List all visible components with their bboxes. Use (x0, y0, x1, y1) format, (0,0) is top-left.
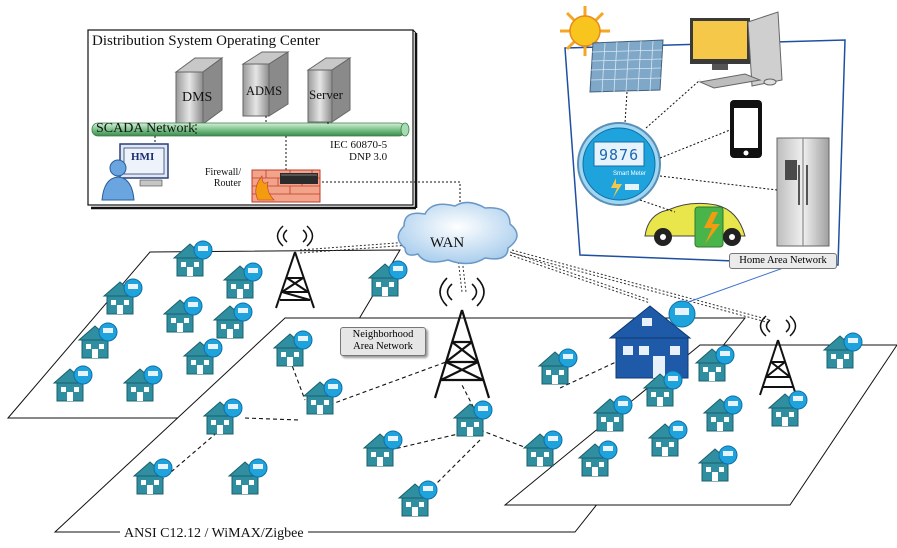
house-icon (522, 430, 563, 467)
wan-label: WAN (430, 235, 465, 251)
house-icon (647, 420, 688, 457)
desktop-computer-icon (690, 11, 783, 89)
smart-meter-icon (577, 122, 661, 206)
hmi-operator-icon (101, 143, 169, 201)
hub-to-han-link (679, 261, 801, 306)
home-area-network-label: Home Area Network (729, 253, 837, 269)
house-icon (77, 322, 118, 359)
house-icon (767, 390, 808, 427)
house-icon (172, 240, 213, 277)
server-label: Server (309, 87, 343, 102)
house-icon (592, 395, 633, 432)
server-icon (241, 51, 290, 117)
scada-network-bus (91, 122, 410, 137)
house-icon (577, 440, 618, 477)
protocol-footer-label: ANSI C12.12 / WiMAX/Zigbee (120, 527, 308, 541)
tower-icon (433, 277, 491, 399)
server-icon (174, 57, 224, 125)
house-icon (132, 458, 173, 495)
house-icon (697, 445, 738, 482)
house-icon (52, 365, 93, 402)
house-icon (182, 338, 223, 375)
meter-reading: 9876 (599, 146, 640, 164)
house-icon (537, 348, 578, 385)
hub-house-icon (608, 300, 696, 379)
house-icon (272, 330, 313, 367)
house-icon (702, 395, 743, 432)
house-icon (367, 260, 408, 297)
operating-center-title: Distribution System Operating Center (92, 33, 320, 49)
house-icon (222, 262, 263, 299)
neighborhood-area-network-label: Neighborhood Area Network (340, 327, 426, 356)
tower-icon (275, 225, 315, 309)
adms-label: ADMS (246, 84, 283, 98)
house-icon (122, 365, 163, 402)
hmi-label: HMI (131, 151, 155, 163)
protocol-label: IEC 60870-5 DNP 3.0 (330, 139, 388, 163)
house-icon (362, 430, 403, 467)
dms-label: DMS (182, 90, 213, 105)
smartphone-icon (730, 100, 762, 158)
solar-panel-icon (589, 39, 664, 93)
house-icon (642, 370, 683, 407)
refrigerator-icon (776, 137, 830, 247)
house-icon (694, 345, 735, 382)
han-links (624, 79, 778, 213)
house-icon (822, 332, 863, 369)
house-icon (397, 480, 438, 517)
house-icon (302, 378, 343, 415)
house-icon (212, 302, 253, 339)
firewall-router-icon (251, 169, 321, 203)
server-icon (306, 57, 352, 123)
wan-cloud-icon (397, 201, 518, 265)
meter-name: Smart Meter (613, 171, 647, 177)
house-icon (102, 278, 143, 315)
wan-backbone-links (299, 241, 771, 324)
firewall-router-label: Firewall/ Router (205, 167, 242, 189)
scada-network-label: SCADA Network (96, 121, 196, 136)
houses-layer (52, 240, 863, 517)
house-icon (227, 458, 268, 495)
house-icon (162, 296, 203, 333)
tower-icon (759, 315, 797, 396)
electric-car-icon (644, 202, 746, 248)
house-icon (202, 398, 243, 435)
house-icon (452, 400, 493, 437)
